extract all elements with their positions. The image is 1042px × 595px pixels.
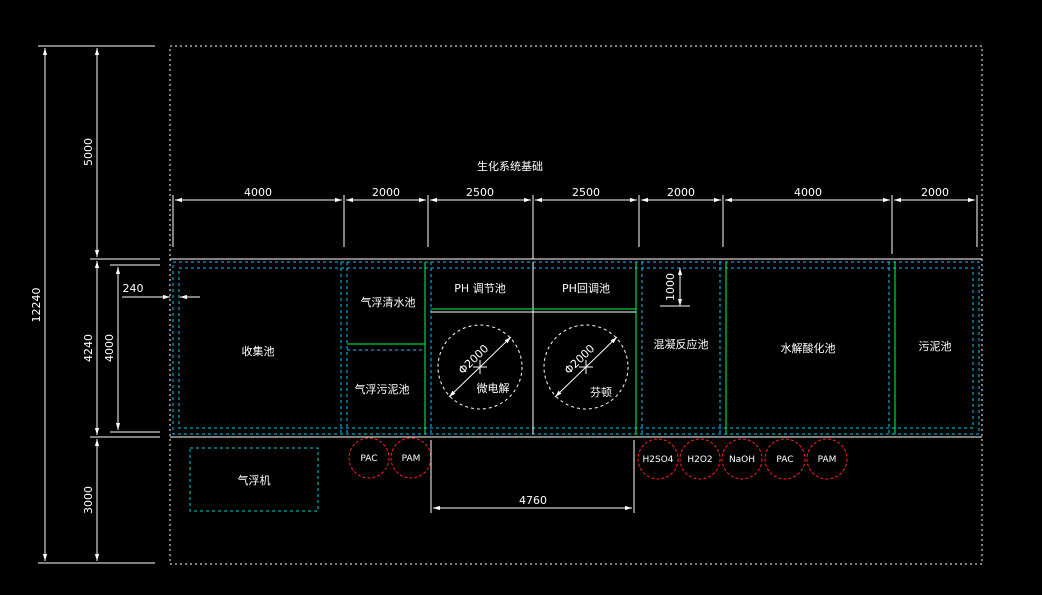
reactor-dim: Φ2000 — [562, 342, 597, 377]
svg-text:PAM: PAM — [818, 455, 837, 465]
svg-text:PAC: PAC — [360, 454, 377, 464]
dosing-tank: PAC — [764, 438, 806, 480]
dim-bottom-zone: 3000 — [82, 486, 95, 514]
tank-walls — [170, 258, 982, 438]
foundation-outline — [169, 45, 983, 565]
dim-reactor-offset: 1000 — [664, 273, 677, 301]
svg-text:PAM: PAM — [402, 454, 421, 464]
top-dim: 4000 — [794, 186, 822, 199]
dosing-tank: NaOH — [721, 438, 763, 480]
reactor-dim: Φ2000 — [456, 342, 491, 377]
tank-collection: 收集池 — [242, 344, 275, 358]
dosing-tank: H2O2 — [679, 438, 721, 480]
reactor-fenton: Φ2000 芬顿 — [543, 324, 629, 410]
tank-coagulation: 混凝反应池 — [654, 337, 709, 351]
reactor-label: 微电解 — [477, 381, 510, 395]
dim-total: 12240 — [30, 288, 43, 323]
reactor-offset-dim — [660, 268, 690, 307]
overall-dimensions — [38, 45, 200, 564]
top-dim: 2000 — [372, 186, 400, 199]
top-dim: 2500 — [466, 186, 494, 199]
tank-ph-adjust: PH 调节池 — [454, 282, 505, 295]
dosing-tank: PAM — [390, 437, 432, 479]
svg-text:PAC: PAC — [776, 455, 793, 465]
top-dim: 4000 — [244, 186, 272, 199]
bottom-span-dim — [430, 440, 635, 513]
tank-sludge: 污泥池 — [919, 340, 952, 353]
svg-text:H2O2: H2O2 — [687, 455, 712, 465]
tank-hydrolysis: 水解酸化池 — [781, 341, 836, 355]
reactor-micro-electrolysis: Φ2000 微电解 — [437, 324, 523, 410]
reactor-label: 芬顿 — [590, 385, 612, 399]
dosing-tank: H2SO4 — [637, 438, 679, 480]
tank-flotation-sludge: 气浮污泥池 — [355, 382, 410, 396]
dim-inner-height: 4000 — [103, 334, 116, 362]
flotation-machine-label: 气浮机 — [238, 473, 271, 487]
drawing-title: 生化系统基础 — [477, 159, 543, 173]
flotation-machine-frame — [189, 447, 319, 512]
dosing-tank: PAC — [348, 437, 390, 479]
top-dim: 2000 — [667, 186, 695, 199]
svg-text:NaOH: NaOH — [729, 455, 755, 465]
dim-middle-zone: 4240 — [82, 334, 95, 362]
svg-text:H2SO4: H2SO4 — [642, 455, 673, 465]
top-dim: 2000 — [921, 186, 949, 199]
tank-ph-back: PH回调池 — [562, 282, 610, 295]
top-dim: 2500 — [572, 186, 600, 199]
tank-flotation-clear: 气浮清水池 — [361, 295, 416, 309]
top-dimension-chain — [172, 195, 978, 259]
dim-wall: 240 — [123, 282, 144, 295]
dim-top-zone: 5000 — [82, 138, 95, 166]
dim-bottom-span: 4760 — [519, 494, 547, 507]
dosing-tank: PAM — [806, 438, 848, 480]
